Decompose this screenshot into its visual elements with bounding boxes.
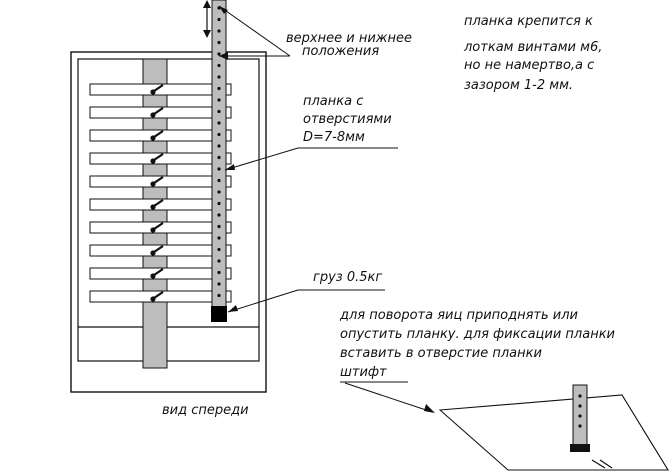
detail-base [570, 444, 590, 452]
bar-hole [217, 155, 221, 160]
tray-pivot-dot [150, 112, 156, 118]
detail-bar-hole [578, 404, 582, 408]
tray [89, 198, 232, 211]
label-positions-line-2: положения [302, 44, 380, 59]
tray [89, 244, 232, 257]
label-mount-line-1: планка крепится к [464, 14, 593, 29]
leader-instructions [344, 382, 433, 413]
label-positions-line-1: верхнее и нижнее [286, 31, 412, 46]
bar-hole [217, 86, 221, 91]
bar-hole [217, 63, 221, 68]
label-instructions-line-2: опустить планку. для фиксации планки [340, 327, 615, 342]
leader-positions-top-head [219, 6, 228, 14]
leader-positions-bottom-head [219, 52, 228, 60]
tray-pivot-dot [150, 227, 156, 233]
tray [89, 175, 232, 188]
central-shaft [142, 58, 168, 369]
tray [89, 106, 232, 119]
tray-pivot-dot [150, 204, 156, 210]
arrow-head-up [203, 0, 211, 8]
bar-hole [217, 144, 221, 148]
bar-hole [217, 167, 221, 171]
leader-positions-top [218, 5, 291, 57]
detail-plate [438, 394, 669, 471]
label-instructions-line-3: вставить в отверстие планки [340, 346, 542, 361]
detail-bar-hole [578, 394, 582, 398]
hole-bar [211, 0, 227, 311]
detail-bar-hole [578, 424, 582, 428]
tray-pivot-dot [150, 158, 156, 164]
tray-pivot-dot [150, 250, 156, 256]
label-mount-line-2: лоткам винтами м6, [464, 40, 603, 55]
label-mount-line-3: но не намертво,а с [464, 58, 595, 73]
detail-pin-2 [599, 459, 613, 469]
bar-hole [217, 190, 221, 194]
tray-pivot-dot [150, 135, 156, 141]
tray-pivot-dot [150, 89, 156, 95]
hole-bar-holes [217, 6, 221, 298]
cabinet-outer [70, 51, 267, 393]
tray [89, 152, 232, 165]
bar-hole [217, 282, 221, 286]
bar-hole [217, 40, 221, 45]
bar-hole [217, 224, 221, 229]
label-weight: груз 0.5кг [313, 270, 383, 285]
tray [89, 290, 232, 303]
bar-hole [217, 236, 221, 240]
leader-instructions-head [424, 404, 435, 413]
leader-weight [227, 289, 299, 313]
arrow-head-down [203, 30, 211, 38]
label-bar-holes-line-1: планка с [303, 94, 364, 109]
leader-weight-head [228, 305, 238, 312]
label-front-view: вид спереди [162, 403, 249, 418]
tray-pivot-dot [150, 296, 156, 302]
label-mount-line-4: зазором 1-2 мм. [464, 78, 574, 93]
tray [89, 267, 232, 280]
detail-pin [591, 459, 606, 469]
bar-hole [217, 52, 221, 56]
tray-pivot-dot [150, 181, 156, 187]
tray [89, 221, 232, 234]
leader-bar-holes-head [225, 164, 235, 170]
tray-pivot-dot [150, 273, 156, 279]
bar-hole [217, 259, 221, 263]
bar-hole [217, 213, 221, 217]
cabinet-inner [77, 58, 260, 362]
tray [89, 129, 232, 142]
bar-hole [217, 132, 221, 137]
bar-hole [217, 109, 221, 114]
bar-hole [217, 270, 221, 275]
bar-hole [217, 178, 221, 183]
bar-hole [217, 121, 221, 125]
bar-hole [217, 98, 221, 102]
bar-hole [217, 247, 221, 252]
label-instructions-line-4: штифт [340, 365, 387, 380]
leader-bar-holes [224, 147, 299, 171]
detail-bar-hole [578, 414, 582, 418]
label-bar-holes-line-2: отверстиями [303, 112, 392, 127]
bar-hole [217, 29, 221, 33]
label-bar-holes-line-3: D=7-8мм [303, 130, 365, 145]
bar-hole [217, 293, 221, 298]
bar-hole [217, 75, 221, 79]
weight-block [211, 306, 227, 322]
label-instructions-line-1: для поворота яиц приподнять или [340, 308, 578, 323]
tray [89, 83, 232, 96]
trays-group [89, 83, 232, 303]
bar-hole [217, 17, 221, 22]
bar-hole [217, 201, 221, 206]
